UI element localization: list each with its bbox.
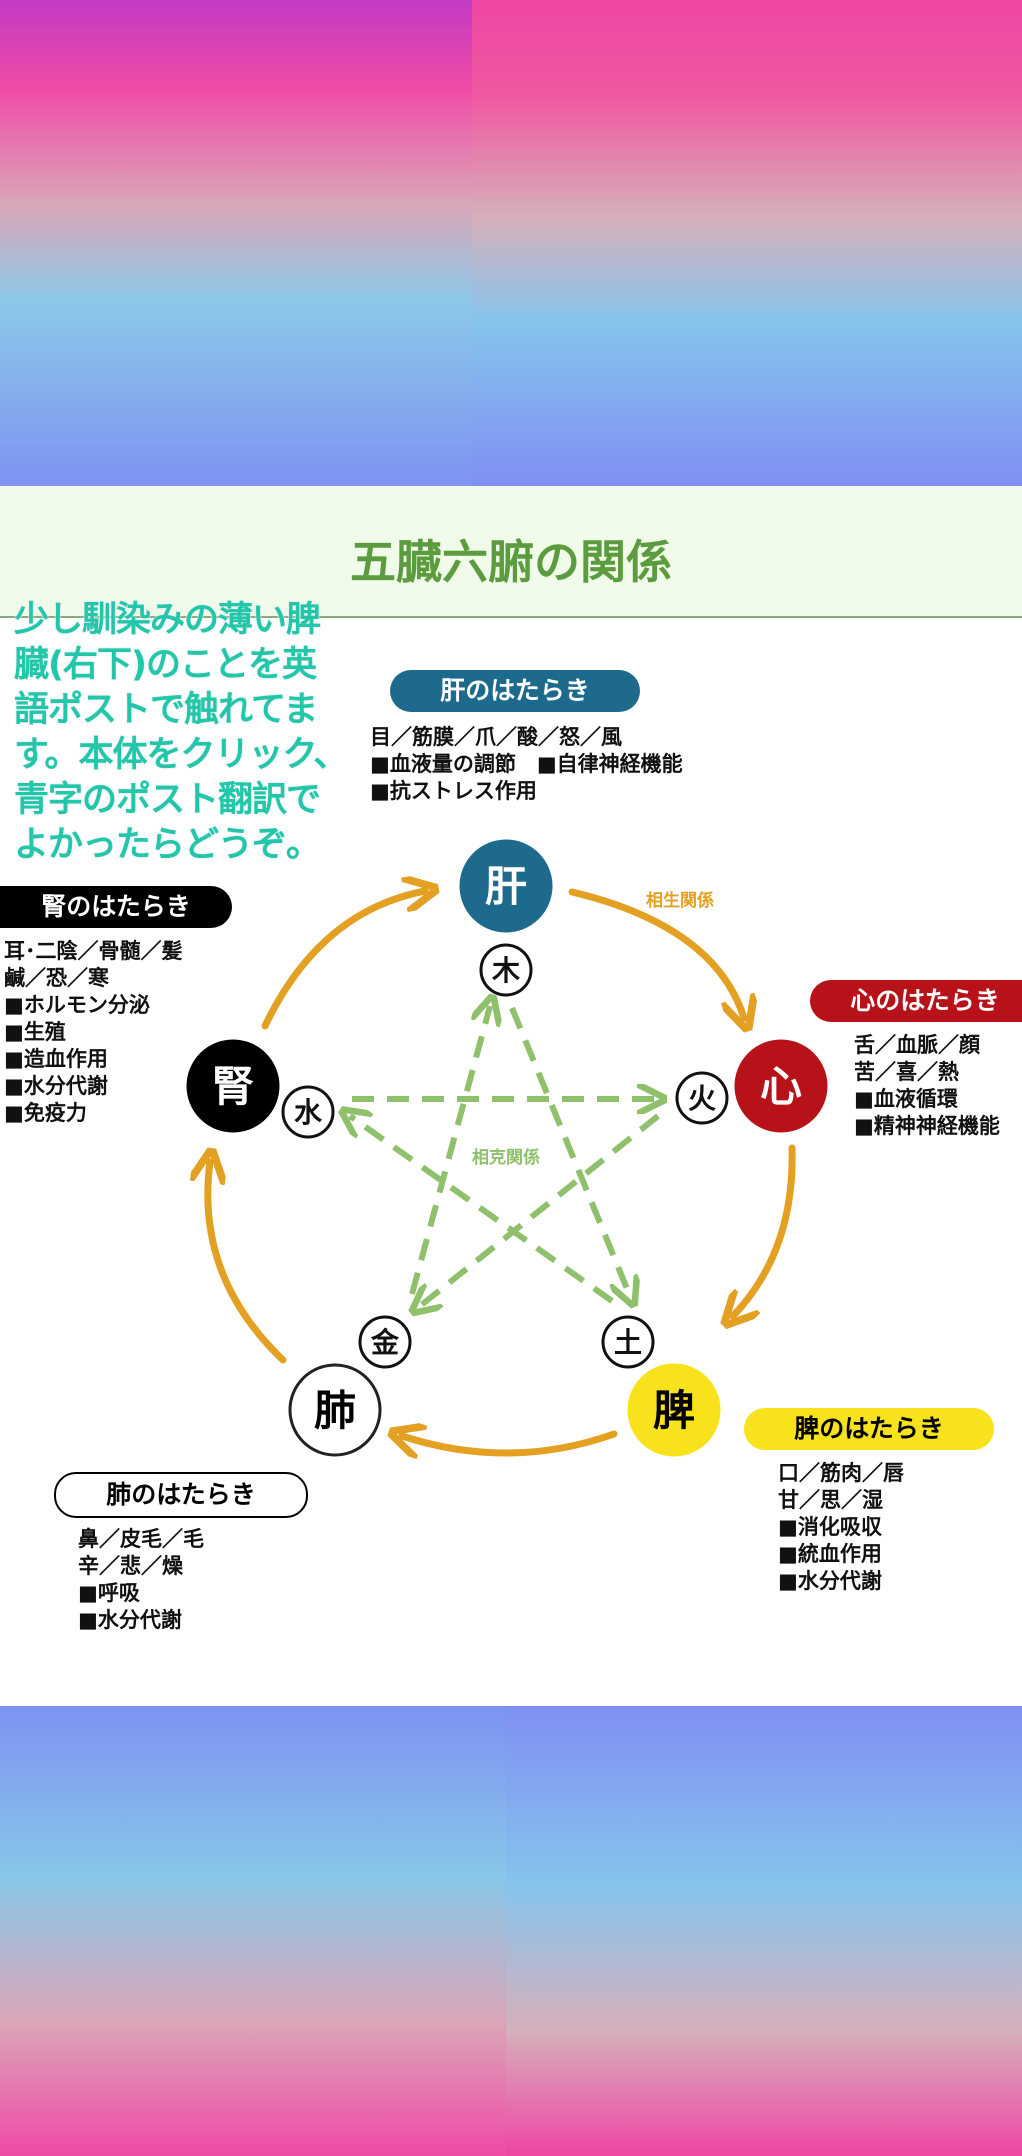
generating-relation-label: 相生関係 [646,890,714,911]
overlay-line: 臓(右下)のことを英 [14,645,317,685]
controlling-relation-label: 相克関係 [472,1147,540,1168]
lung-element-badge [358,1315,412,1369]
kidney-function-label: 腎のはたらき [0,886,232,928]
diagram-panel[interactable]: 五臓六腑の関係 相生関係 相克関係 肝木心 火脾土肺金 腎水 [0,486,1022,1706]
info-line: ■水分代謝 [4,1074,108,1098]
liver-function-info: 目／筋膜／爪／酸／怒／風 ■血液量の調節 ■自律神経機能 ■抗ストレス作用 [370,724,683,805]
info-line: ■血液量の調節 ■自律神経機能 [370,752,683,776]
spleen-function-label: 脾のはたらき [744,1408,994,1450]
info-line: ■呼吸 [78,1581,140,1605]
info-line: 舌／血脈／顔 [854,1033,980,1057]
heart-node-label: 心 [760,1062,802,1111]
arrow-metal-to-wood [409,1006,490,1295]
heart-element-label: 火 [688,1082,716,1115]
heart-node-circle [734,1039,828,1133]
generating-cycle-arrows [208,888,796,1453]
spleen-node-label: 脾 [653,1386,695,1435]
overlay-line: す。本体をクリック、 [14,735,348,775]
info-line: ■造血作用 [4,1047,108,1071]
info-line: ■水分代謝 [778,1569,882,1593]
info-line: ■ホルモン分泌 [4,993,150,1017]
kidney-function-info: 耳･二陰／骨髄／髪 鹹／恐／寒 ■ホルモン分泌 ■生殖 ■造血作用 ■水分代謝 … [4,938,183,1127]
kidney-element-label: 水 [294,1096,323,1129]
background-gradient-top-right [472,0,1022,486]
liver-element-badge [479,943,533,997]
info-line: ■生殖 [4,1020,66,1044]
lung-function-label: 肺のはたらき [54,1472,308,1518]
info-line: 鼻／皮毛／毛 [78,1527,204,1551]
liver-function-label: 肝のはたらき [390,670,640,712]
controlling-star-arrows [350,1006,658,1306]
spleen-element-badge [601,1315,655,1369]
arrow-kidney-to-liver [261,891,425,1030]
heart-function-info: 舌／血脈／顔 苦／喜／熱 ■血液循環 ■精神神経機能 [854,1032,1000,1140]
info-line: ■抗ストレス作用 [370,779,537,803]
info-line: ■血液循環 [854,1087,958,1111]
info-line: ■統血作用 [778,1542,882,1566]
spleen-element-label: 土 [614,1326,642,1359]
background-gradient-bottom-left [0,1706,506,2156]
title-band: 五臓六腑の関係 [0,486,1022,618]
overlay-line: 青字のポスト翻訳で [14,780,321,820]
spleen-node-circle [627,1363,721,1457]
info-line: 口／筋肉／唇 [778,1461,904,1485]
arrow-earth-to-water [350,1116,614,1304]
liver-element-label: 木 [491,954,520,987]
liver-node-circle [459,839,553,933]
kidney-node-label: 腎 [212,1062,254,1111]
spleen-function-info: 口／筋肉／唇 甘／思／湿 ■消化吸収 ■統血作用 ■水分代謝 [778,1460,904,1595]
lung-element-label: 金 [370,1326,400,1359]
heart-element-badge [675,1071,729,1125]
info-line: 鹹／恐／寒 [4,966,109,990]
arrow-fire-to-metal [420,1113,660,1306]
arrow-lung-to-kidney [208,1162,287,1364]
info-line: ■消化吸収 [778,1515,882,1539]
kidney-node-circle [186,1039,280,1133]
diagram-title: 五臓六腑の関係 [350,535,672,589]
overlay-caption: 少し馴染みの薄い脾 臓(右下)のことを英 語ポストで触れてま す。本体をクリック… [14,598,374,868]
info-line: 辛／悲／燥 [78,1554,183,1578]
lung-node-label: 肺 [314,1386,356,1435]
arrow-wood-to-earth [509,1006,630,1296]
arrow-heart-to-spleen [733,1144,796,1316]
info-line: 耳･二陰／骨髄／髪 [4,939,183,963]
lung-function-info: 鼻／皮毛／毛 辛／悲／燥 ■呼吸 ■水分代謝 [78,1526,204,1634]
background-gradient-bottom-right [506,1706,1022,2156]
liver-node-label: 肝 [485,862,527,911]
arrow-liver-to-heart [568,888,744,1018]
info-line: ■水分代謝 [78,1608,182,1632]
info-line: 目／筋膜／爪／酸／怒／風 [370,725,622,749]
background-gradient-top-left [0,0,472,486]
info-line: 苦／喜／熱 [854,1060,959,1084]
lung-node-circle [288,1363,382,1457]
heart-function-label: 心のはたらき [810,980,1022,1022]
overlay-line: 語ポストで触れてま [14,690,318,730]
overlay-line: 少し馴染みの薄い脾 [14,600,321,640]
overlay-line: よかったらどうぞ。 [14,825,321,865]
info-line: ■免疫力 [4,1101,87,1125]
info-line: ■精神神経機能 [854,1114,1000,1138]
arrow-spleen-to-lung [402,1434,618,1453]
kidney-element-badge [281,1085,335,1139]
info-line: 甘／思／湿 [778,1488,883,1512]
